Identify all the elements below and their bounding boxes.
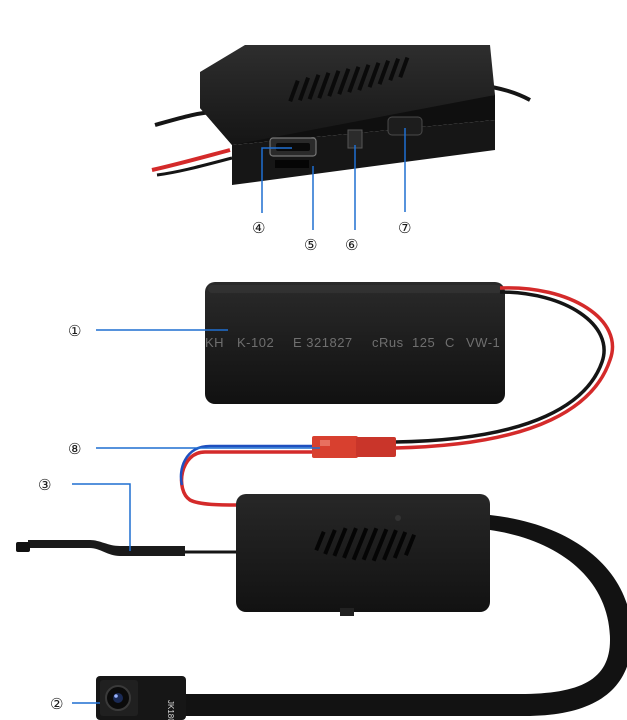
top-module-top xyxy=(200,45,495,145)
callout-4: ④ xyxy=(252,219,265,237)
battery-label-temp: 125 xyxy=(412,335,435,350)
lens-board-text: JK180 xyxy=(166,700,175,720)
camera-module xyxy=(236,494,490,616)
module-wire-blue xyxy=(179,444,312,486)
battery-label-vw: VW-1 xyxy=(466,335,500,350)
top-callout-lines xyxy=(261,128,406,230)
module-wire-red xyxy=(179,450,312,507)
battery-body xyxy=(205,282,505,404)
module-body xyxy=(236,494,490,612)
module-vent-grille xyxy=(314,527,416,562)
antenna xyxy=(16,540,236,556)
callout-2: ② xyxy=(50,695,63,713)
callout-6: ⑥ xyxy=(345,236,358,254)
ribbon-cable xyxy=(160,515,627,716)
callout-5: ⑤ xyxy=(304,236,317,254)
jst-connector xyxy=(312,436,396,458)
sd-card-slot xyxy=(275,160,309,168)
top-module-side xyxy=(232,120,495,185)
battery-wire-red xyxy=(394,286,615,450)
battery-label-ul: cRus xyxy=(372,335,404,350)
top-wire-black-2 xyxy=(156,156,233,177)
callout-8: ⑧ xyxy=(68,440,81,458)
battery-wire-black xyxy=(394,290,606,444)
battery-label-kh: KH xyxy=(205,335,224,350)
lower-callout-lines xyxy=(72,329,320,704)
battery-label-model: K-102 xyxy=(237,335,274,350)
top-wire-red xyxy=(151,148,231,172)
top-module-device xyxy=(151,45,531,185)
battery-label-temp-unit: C xyxy=(445,335,455,350)
callout-1: ① xyxy=(68,322,81,340)
lens-board: JK180 xyxy=(96,676,186,720)
callout-3: ③ xyxy=(38,476,51,494)
battery-label-cert: E 321827 xyxy=(293,335,353,350)
top-vent-grille xyxy=(288,56,410,103)
callout-7: ⑦ xyxy=(398,219,411,237)
battery-pack: KH K-102 E 321827 cRus 125 C VW-1 xyxy=(205,282,505,404)
